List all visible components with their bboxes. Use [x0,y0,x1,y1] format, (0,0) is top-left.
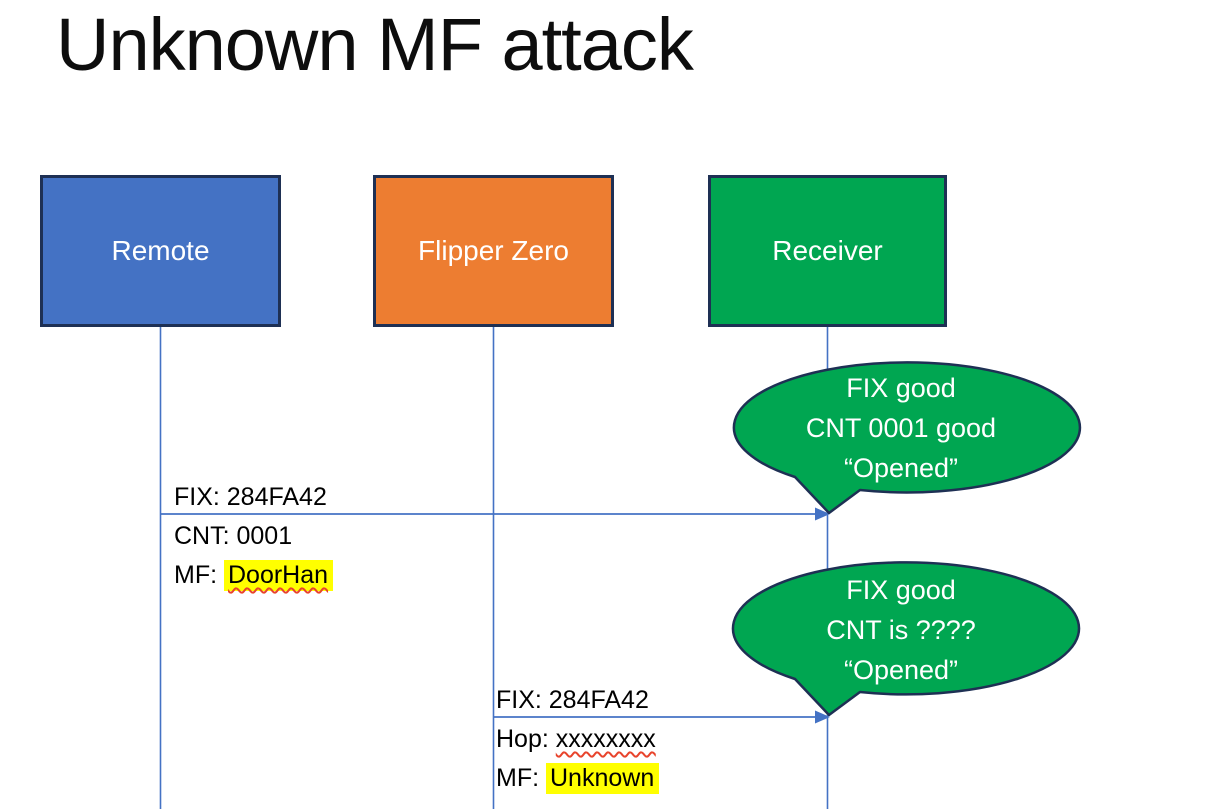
callout-2-line-2: CNT is ???? [826,615,976,645]
actor-label-remote: Remote [111,235,210,266]
message-2-mf-label: MF: [496,764,546,792]
callout-1-line-1: FIX good [846,373,956,403]
message-2-mf-value-highlight: Unknown [546,763,660,794]
message-1-mf-line: MF: DoorHan [174,556,334,595]
actor-box-receiver: Receiver [708,175,947,327]
callout-2-line-3: “Opened” [843,655,959,685]
actor-box-remote: Remote [40,175,281,327]
message-2-label: FIX: 284FA42 Hop: xxxxxxxx MF: Unknown [496,681,660,798]
callout-1-line-3: “Opened” [843,453,959,483]
message-arrow-2-head [815,710,830,724]
message-1-cnt-line: CNT: 0001 [174,522,293,550]
page-title: Unknown MF attack [56,3,694,86]
callout-1-line-2: CNT 0001 good [805,413,997,443]
message-arrow-1-head [815,507,830,521]
message-2-hop-line: Hop: xxxxxxxx [496,720,659,759]
actor-label-flipper-zero: Flipper Zero [418,235,569,266]
callout-2-line-1: FIX good [846,575,956,605]
message-2-fix-line: FIX: 284FA42 [496,686,649,714]
message-1-mf-value-highlight: DoorHan [224,560,334,591]
message-2-hop-value: xxxxxxxx [555,725,656,753]
message-1-fix-line: FIX: 284FA42 [174,483,327,511]
message-2-mf-line: MF: Unknown [496,759,660,798]
message-1-label: FIX: 284FA42 CNT: 0001 MF: DoorHan [174,478,334,595]
message-2-hop-label: Hop: [496,725,556,753]
speech-bubble-2 [731,561,1081,717]
callout-1-text: FIX good CNT 0001 good “Opened” [736,368,1066,488]
callout-2-text: FIX good CNT is ???? “Opened” [736,570,1066,690]
speech-bubble-1 [732,361,1082,515]
actor-label-receiver: Receiver [772,235,883,266]
message-1-mf-label: MF: [174,561,224,589]
actor-box-flipper-zero: Flipper Zero [373,175,614,327]
